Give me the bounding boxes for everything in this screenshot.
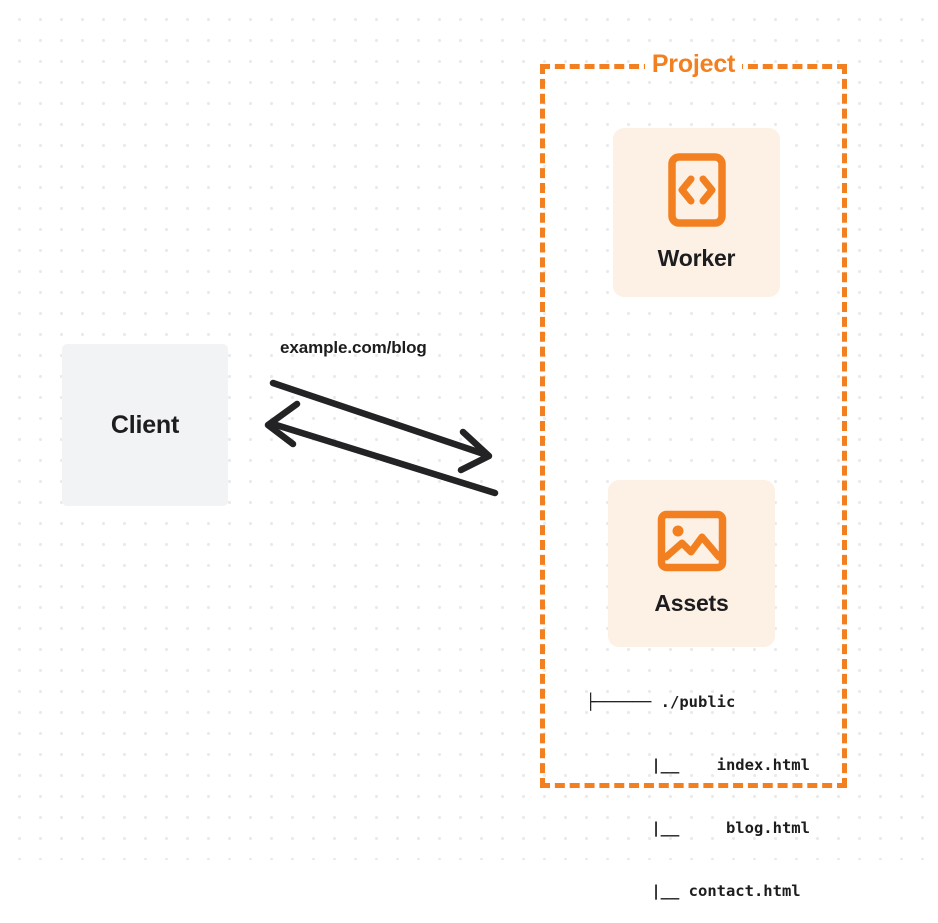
node-assets[interactable]: Assets (608, 480, 775, 647)
request-edge-arrowhead (457, 428, 493, 474)
asset-file-tree: ├────── ./public |__ index.html |__ blog… (586, 650, 810, 923)
response-edge (264, 400, 499, 497)
node-worker[interactable]: Worker (613, 128, 780, 297)
node-client-label: Client (110, 410, 180, 439)
project-group-title: Project (540, 47, 847, 81)
project-group-title-text: Project (644, 47, 743, 81)
code-brackets-icon (667, 153, 726, 232)
tree-row-blog: |__ blog.html (586, 819, 810, 837)
response-edge-arrowhead (264, 400, 301, 448)
image-icon (657, 510, 727, 577)
node-client[interactable]: Client (62, 344, 228, 506)
response-edge-line (269, 420, 499, 497)
node-worker-label: Worker (657, 245, 736, 271)
tree-row-root: ├────── ./public (586, 693, 736, 711)
request-edge (269, 379, 493, 474)
tree-row-contact: |__ contact.html (586, 882, 801, 900)
diagram-canvas (264, 379, 499, 497)
request-url-label: example.com/blog (280, 338, 427, 357)
node-assets-label: Assets (654, 590, 729, 616)
request-edge-line (269, 379, 488, 458)
tree-row-index: |__ index.html (586, 756, 810, 774)
